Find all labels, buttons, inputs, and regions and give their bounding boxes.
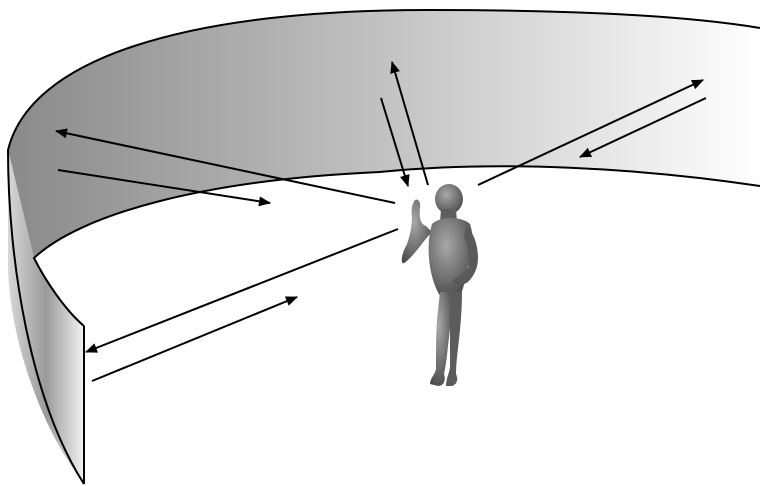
ray-outgoing-lower-left [86,229,398,352]
figure-raised-arm [402,199,432,263]
curved-wall [8,10,760,484]
wall-inner-face [8,10,760,258]
figure-left-leg [430,292,452,386]
human-figure [402,184,478,386]
